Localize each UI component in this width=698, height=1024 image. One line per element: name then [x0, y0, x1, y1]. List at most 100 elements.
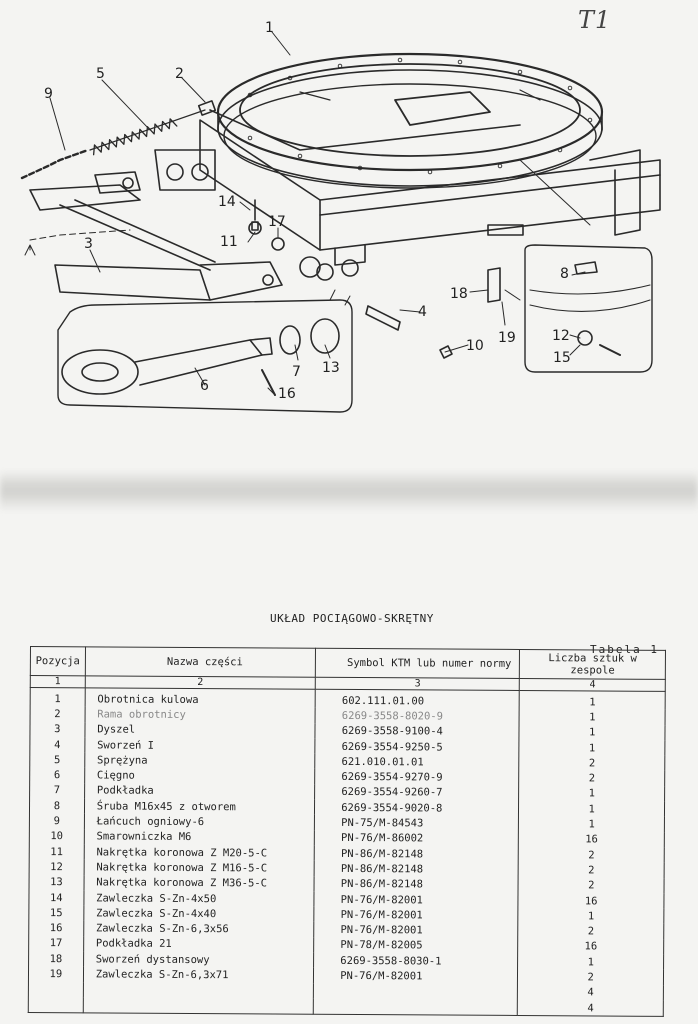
- cell-quantity: 16: [518, 938, 664, 955]
- leader-lines: [24, 31, 591, 396]
- cell-part-name: Nakrętka koronowa Z M20-5-C: [83, 844, 315, 862]
- cell-quantity: 1: [518, 785, 665, 802]
- cell-position: 10: [29, 828, 85, 845]
- cell-symbol: [313, 998, 518, 1016]
- cell-quantity: 1: [519, 709, 666, 726]
- cell-part-name: Zawleczka S-Zn-4x50: [83, 890, 315, 907]
- cell-quantity: 2: [518, 877, 665, 894]
- cell-position: 11: [29, 843, 85, 860]
- callout-5: 5: [96, 66, 105, 82]
- cell-symbol: 6269-3558-9100-4: [315, 723, 520, 740]
- inset-detail-towing-eye: [57, 299, 353, 413]
- callout-11: 11: [220, 234, 238, 250]
- cell-quantity: 2: [519, 755, 665, 772]
- callout-17: 17: [268, 214, 286, 230]
- callout-numbers: 1 2 3 4 5 6 7 8 9 10 11 12 13 14 15 16 1…: [44, 20, 571, 402]
- callout-16: 16: [278, 386, 296, 402]
- cell-symbol: 6269-3554-9250-5: [315, 738, 520, 756]
- column-number-4: 4: [519, 678, 666, 692]
- cell-position: 7: [29, 782, 85, 799]
- cell-symbol: PN-76/M-82001: [313, 922, 519, 939]
- cell-part-name: Sworzeń dystansowy: [83, 951, 314, 969]
- cell-quantity: 2: [519, 770, 665, 787]
- cell-quantity: 4: [517, 999, 664, 1017]
- header-part-name: Nazwa części: [85, 646, 316, 678]
- cell-quantity: 1: [517, 954, 664, 971]
- turntable-frame: [154, 109, 661, 281]
- scan-smudge: [0, 470, 698, 512]
- cell-position: 2: [30, 706, 85, 722]
- cell-symbol: PN-86/M-82148: [314, 861, 519, 878]
- callout-12: 12: [552, 328, 570, 344]
- cell-symbol: 621.010.01.01: [314, 753, 520, 771]
- cell-position: 9: [29, 813, 85, 830]
- table-row: 4: [28, 996, 664, 1017]
- cell-symbol: 6269-3554-9260-7: [314, 784, 520, 802]
- cell-symbol: PN-78/M-82005: [313, 937, 519, 955]
- cell-part-name: [83, 981, 314, 999]
- cell-symbol: PN-76/M-82001: [313, 968, 518, 985]
- exploded-assembly-drawing: 1 2 3 4 5 6 7 8 9 10 11 12 13 14 15 16 1…: [20, 20, 661, 413]
- header-symbol: Symbol KTM lub numer normy: [315, 648, 520, 679]
- cell-position: 18: [28, 951, 84, 967]
- cell-position: 17: [28, 935, 84, 952]
- callout-18: 18: [450, 286, 468, 302]
- cell-symbol: PN-86/M-82148: [314, 876, 519, 893]
- cell-quantity: 1: [519, 724, 666, 741]
- cell-position: 16: [28, 920, 84, 937]
- cell-part-name: Podkładka: [84, 783, 315, 800]
- cell-part-name: Łańcuch ogniowy-6: [84, 813, 315, 831]
- cell-quantity: 1: [518, 816, 665, 833]
- cell-part-name: Rama obrotnicy: [84, 706, 316, 724]
- page-mark: T1: [578, 6, 612, 34]
- table-header-row: Pozycja Nazwa części Symbol KTM lub nume…: [30, 646, 666, 680]
- callout-3: 3: [84, 236, 93, 252]
- cell-quantity: 16: [518, 892, 664, 910]
- cell-quantity: 16: [518, 831, 665, 848]
- cell-part-name: Nakrętka koronowa Z M16-5-C: [83, 859, 315, 877]
- callout-8: 8: [560, 266, 569, 282]
- cell-symbol: PN-76/M-82001: [314, 906, 519, 924]
- cell-part-name: Dyszel: [84, 721, 316, 739]
- callout-7: 7: [292, 364, 301, 380]
- cell-quantity: 1: [519, 739, 665, 757]
- header-quantity: Liczba sztuk w zespole: [519, 649, 666, 680]
- cell-position: 14: [28, 889, 84, 906]
- inset-detail-right: [487, 244, 653, 373]
- cell-symbol: 6269-3558-8020-9: [315, 708, 520, 725]
- cell-part-name: [82, 997, 314, 1015]
- cell-part-name: Cięgno: [84, 767, 315, 785]
- cell-position: 8: [29, 798, 85, 814]
- callout-14: 14: [218, 194, 236, 210]
- cell-position: 6: [29, 767, 85, 784]
- cell-part-name: Obrotnica kulowa: [84, 687, 316, 709]
- callout-10: 10: [466, 338, 484, 354]
- callout-6: 6: [200, 378, 209, 394]
- parts-table: Pozycja Nazwa części Symbol KTM lub nume…: [28, 646, 666, 1017]
- cell-quantity: 2: [518, 862, 665, 879]
- callout-1: 1: [265, 20, 274, 36]
- cell-part-name: Śruba M16x45 z otworem: [84, 798, 315, 816]
- cell-position: 12: [29, 859, 84, 875]
- column-number-1: 1: [30, 675, 86, 688]
- cell-quantity: 1: [519, 690, 666, 711]
- cell-part-name: Zawleczka S-Zn-6,3x56: [83, 920, 315, 938]
- cell-quantity: 2: [518, 846, 665, 864]
- cell-quantity: 4: [517, 984, 664, 1001]
- cell-position: 4: [29, 736, 85, 753]
- cell-quantity: 1: [518, 908, 664, 925]
- cell-part-name: Zawleczka S-Zn-4x40: [83, 905, 315, 923]
- cell-part-name: Nakrętka koronowa Z M36-5-C: [83, 874, 315, 892]
- cell-position: 5: [29, 752, 85, 768]
- cell-symbol: PN-86/M-82148: [314, 845, 519, 863]
- cell-part-name: Podkładka 21: [83, 936, 314, 953]
- callout-2: 2: [175, 66, 184, 82]
- cell-position: 19: [28, 966, 84, 982]
- cell-position: 15: [28, 905, 84, 921]
- callout-4: 4: [418, 304, 427, 320]
- callout-19: 19: [498, 330, 516, 346]
- table-label: Tabela 1: [590, 643, 659, 656]
- drawbar: [29, 171, 283, 301]
- cell-symbol: 6269-3554-9020-8: [314, 799, 519, 817]
